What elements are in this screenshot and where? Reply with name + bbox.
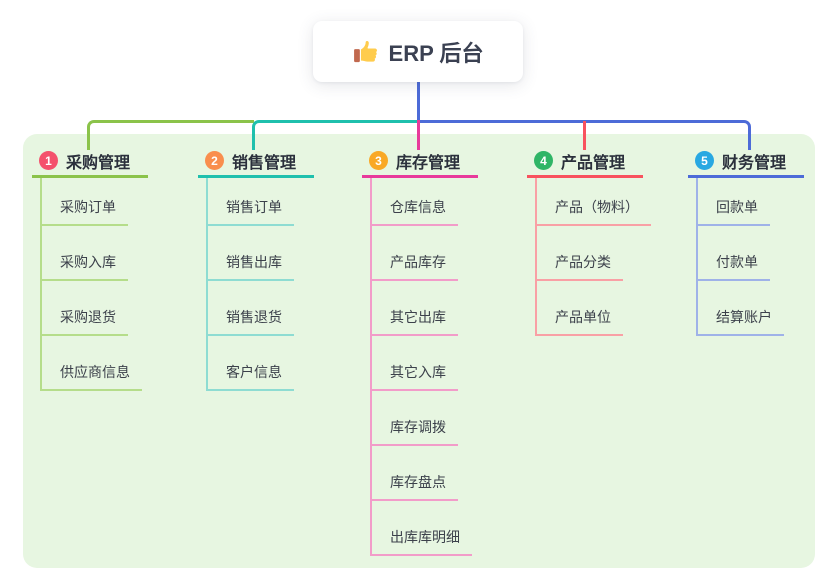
- branch-number-badge: 3: [369, 151, 388, 170]
- connector-branch-4: [583, 121, 586, 150]
- branch-children: 销售订单销售出库销售退货客户信息: [206, 178, 358, 391]
- branch-children: 回款单付款单结算账户: [696, 178, 839, 336]
- child-node[interactable]: 采购退货: [42, 281, 128, 336]
- child-node[interactable]: 采购订单: [42, 178, 128, 226]
- child-node[interactable]: 回款单: [698, 178, 770, 226]
- branch-3: 3 库存管理 仓库信息产品库存其它出库其它入库库存调拨库存盘点出库库明细: [362, 146, 522, 556]
- child-node[interactable]: 产品（物料）: [537, 178, 651, 226]
- child-node[interactable]: 产品单位: [537, 281, 623, 336]
- connector-branch-2: [252, 120, 419, 150]
- child-node[interactable]: 出库库明细: [372, 501, 472, 556]
- child-node[interactable]: 仓库信息: [372, 178, 458, 226]
- branch-title-node[interactable]: 4 产品管理: [527, 146, 643, 178]
- branch-1: 1 采购管理 采购订单采购入库采购退货供应商信息: [32, 146, 192, 391]
- connector-branch-3: [417, 120, 420, 150]
- branch-number-badge: 4: [534, 151, 553, 170]
- branch-title-label: 采购管理: [66, 154, 131, 172]
- branch-title-label: 销售管理: [232, 154, 297, 172]
- child-node[interactable]: 结算账户: [698, 281, 784, 336]
- thumbs-up-icon: [353, 39, 379, 65]
- child-node[interactable]: 销售出库: [208, 226, 294, 281]
- branch-5: 5 财务管理 回款单付款单结算账户: [688, 146, 839, 336]
- child-node[interactable]: 产品库存: [372, 226, 458, 281]
- child-node[interactable]: 销售订单: [208, 178, 294, 226]
- child-node[interactable]: 客户信息: [208, 336, 294, 391]
- branch-title-label: 财务管理: [722, 154, 787, 172]
- child-node[interactable]: 库存调拨: [372, 391, 458, 446]
- child-node[interactable]: 供应商信息: [42, 336, 142, 391]
- child-node[interactable]: 库存盘点: [372, 446, 458, 501]
- branch-title-label: 产品管理: [561, 154, 626, 172]
- child-node[interactable]: 采购入库: [42, 226, 128, 281]
- child-node[interactable]: 其它入库: [372, 336, 458, 391]
- branch-title-node[interactable]: 3 库存管理: [362, 146, 478, 178]
- root-node-label: ERP 后台: [388, 40, 484, 66]
- connector-branch-1: [87, 120, 254, 150]
- branch-number-badge: 1: [39, 151, 58, 170]
- child-node[interactable]: 其它出库: [372, 281, 458, 336]
- branch-number-badge: 2: [205, 151, 224, 170]
- branches-panel: [23, 134, 815, 568]
- branch-title-node[interactable]: 2 销售管理: [198, 146, 314, 178]
- branch-children: 仓库信息产品库存其它出库其它入库库存调拨库存盘点出库库明细: [370, 178, 522, 556]
- branch-title-node[interactable]: 5 财务管理: [688, 146, 804, 178]
- branch-children: 产品（物料）产品分类产品单位: [535, 178, 687, 336]
- branch-2: 2 销售管理 销售订单销售出库销售退货客户信息: [198, 146, 358, 391]
- branch-number-badge: 5: [695, 151, 714, 170]
- branch-title-label: 库存管理: [396, 154, 461, 172]
- branch-children: 采购订单采购入库采购退货供应商信息: [40, 178, 192, 391]
- branch-title-node[interactable]: 1 采购管理: [32, 146, 148, 178]
- branch-4: 4 产品管理 产品（物料）产品分类产品单位: [527, 146, 687, 336]
- root-stem: [417, 82, 420, 123]
- child-node[interactable]: 付款单: [698, 226, 770, 281]
- root-node[interactable]: ERP 后台: [313, 21, 523, 82]
- child-node[interactable]: 销售退货: [208, 281, 294, 336]
- child-node[interactable]: 产品分类: [537, 226, 623, 281]
